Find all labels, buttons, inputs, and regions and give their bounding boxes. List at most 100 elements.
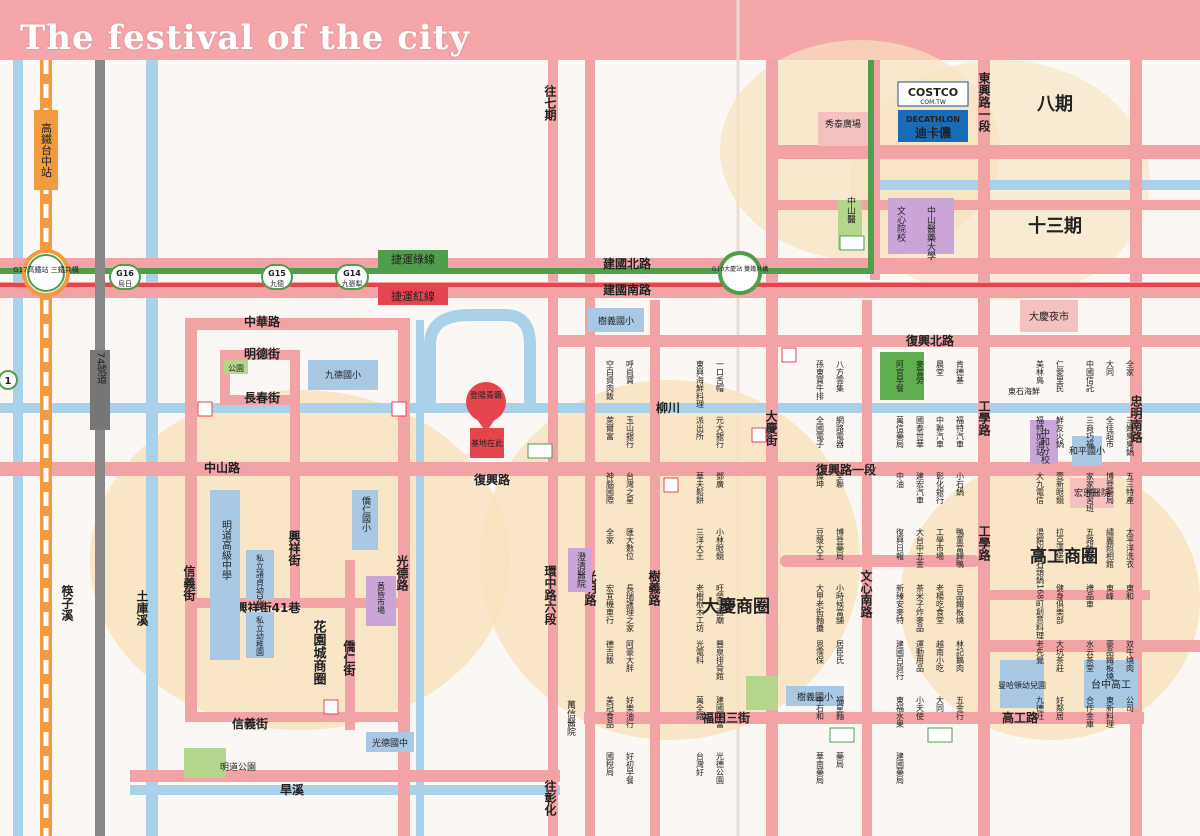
shuyi-elem-box (588, 308, 644, 332)
shop-label: 台灣之星 (626, 471, 635, 504)
shop-label: 家家補習班 (1086, 471, 1095, 513)
shop-label: 博登藥局 (1106, 471, 1115, 505)
wanzheng-label: 萬信醫院 (565, 699, 576, 737)
shop-label: 建國百貨行 (896, 639, 905, 681)
label-futian: 福田三街 (701, 710, 750, 725)
shop-label: 晨堂 (936, 360, 945, 376)
shop-label: 匯大數位 (626, 528, 635, 560)
station-g16-pill (109, 264, 141, 290)
private-kinder-box (246, 550, 274, 600)
shop-label: 老先覺 (1036, 639, 1045, 665)
station-g17-label: G17高鐵站 三鐵共構 (13, 265, 79, 274)
shop-label: 大甲老街麵攤 (816, 583, 825, 633)
shop-label: 全家 (606, 527, 615, 544)
shop-label: 九德旺 (1036, 696, 1045, 720)
station-g16[interactable]: G16 烏日 (109, 264, 141, 290)
shop-label: 建宏汽車 (916, 471, 925, 505)
road-wenxin (862, 300, 872, 836)
shop-label: 八方雲集 (836, 360, 845, 393)
shop-label: 萬信藥局 (896, 415, 905, 449)
station-g17[interactable]: G17高鐵站 三鐵共構 (13, 249, 79, 297)
shop-label: 豐泉排骨館 (716, 639, 725, 681)
convenience-stores (197, 235, 953, 743)
shop-label: 福星麵 (836, 696, 845, 721)
shop-label: 台灣好 (696, 751, 705, 777)
store-7-11-icon (663, 477, 679, 493)
shop-label: 東和 (1126, 583, 1135, 601)
shop-label: 全聯 (836, 471, 845, 489)
red-line-badge (378, 287, 448, 305)
green-line-badge (378, 250, 448, 268)
shop-label: 復興日報 (896, 527, 905, 561)
label-zhongshan: 中山路 (204, 460, 241, 475)
shop-label: 肯德基 (956, 359, 965, 384)
decathlon-cn: 迪卡儂 (915, 125, 952, 140)
private-kinder2-label: 私立幼稚園 (256, 616, 265, 657)
site-pin-tail (476, 418, 496, 432)
label-hanxi: 旱溪 (280, 782, 305, 797)
shop-label: 光德公園 (716, 751, 725, 785)
shop-label: 建國藥局 (896, 751, 905, 785)
zhongshan-univ-box (888, 198, 954, 254)
hsr-label-box (34, 110, 58, 190)
store-7-11-icon (197, 401, 213, 417)
shop-label: 全國電子 (816, 415, 825, 448)
label-jianguo-south: 建國南路 (602, 282, 652, 297)
shuyi-park2-box (746, 676, 778, 710)
shop-label: 中石和 (816, 695, 825, 721)
road-xingxiang41 (185, 598, 410, 608)
site-marker[interactable]: 登陽青籟 基地在此 (466, 382, 506, 458)
shop-label: 元大銀行 (716, 416, 725, 449)
station-g14[interactable]: G14 九張犁 (335, 264, 369, 290)
shuyi-elem2-label: 樹義國小 (797, 691, 833, 703)
site-label: 登陽青籟 (470, 390, 502, 400)
station-g15[interactable]: G15 九德 (261, 264, 293, 290)
shop-label: 一口舌帽 (716, 360, 725, 393)
label-xinyi-h: 信義街 (232, 716, 268, 731)
shop-label: 好初早餐 (626, 751, 635, 785)
zone-daqing-label: 大慶商圈 (702, 596, 770, 617)
station-g14-name: 九張犁 (342, 279, 363, 288)
shop-label: 福特汽車 (956, 416, 965, 449)
shop-label: 五金行 (956, 696, 965, 721)
shop-label: 彰化銀行 (936, 471, 945, 505)
station-g10[interactable]: G10大慶站 雙鐵共構 (712, 251, 768, 295)
station-g16-code: G16 (116, 269, 134, 278)
shop-label: 老樹根木工坊 (696, 583, 705, 633)
shop-label: 藥局 (836, 751, 845, 769)
shuyi-elem2-box (786, 686, 844, 706)
shop-label: 双牛燒肉 (1126, 640, 1135, 672)
shop-label: 繡麗照相館 (1106, 527, 1115, 569)
road-qiaoren (345, 560, 355, 730)
park-box (224, 360, 248, 374)
road-phase8 (870, 60, 880, 280)
label-donghsing: 東興路一段 (977, 71, 991, 133)
hsr-label: 高鐵台中站 (40, 121, 53, 178)
shop-label: 光電科 (696, 639, 705, 665)
label-liuchuan: 柳川 (656, 400, 680, 415)
label-tuku: 土庫溪 (135, 589, 149, 627)
road-mingde (220, 350, 300, 360)
shop-label: 東福水果 (896, 695, 905, 729)
road-huanzhong (585, 60, 595, 836)
shop-label: 網路電器 (836, 415, 845, 449)
shop-label: 全家 (1126, 359, 1135, 376)
shop-label: 萊爾富 (606, 415, 615, 441)
jiude-elem-label: 九德國小 (325, 369, 361, 381)
shop-label: 中國信託 (1086, 359, 1095, 392)
shop-label: 建國便當 (716, 695, 725, 729)
store-7-11-icon (391, 401, 407, 417)
label-fuxing-1: 復興路一段 (815, 462, 877, 477)
shop-label: 博登藥局 (836, 527, 845, 561)
page-title: The festival of the city (20, 18, 471, 58)
shop-label: 大坑茶莊 (1056, 639, 1065, 673)
red-line (0, 283, 1200, 287)
zone-gaogong-label: 高工商圈 (1030, 546, 1098, 567)
shop-label: 林記鵝肉 (956, 639, 965, 672)
shop-label: 豆漿大王 (816, 528, 825, 560)
site-label-2: 基地在此 (471, 438, 503, 448)
station-g15-code: G15 (268, 269, 286, 278)
decathlon-box (898, 110, 968, 142)
route-1-label: 1 (5, 376, 12, 387)
